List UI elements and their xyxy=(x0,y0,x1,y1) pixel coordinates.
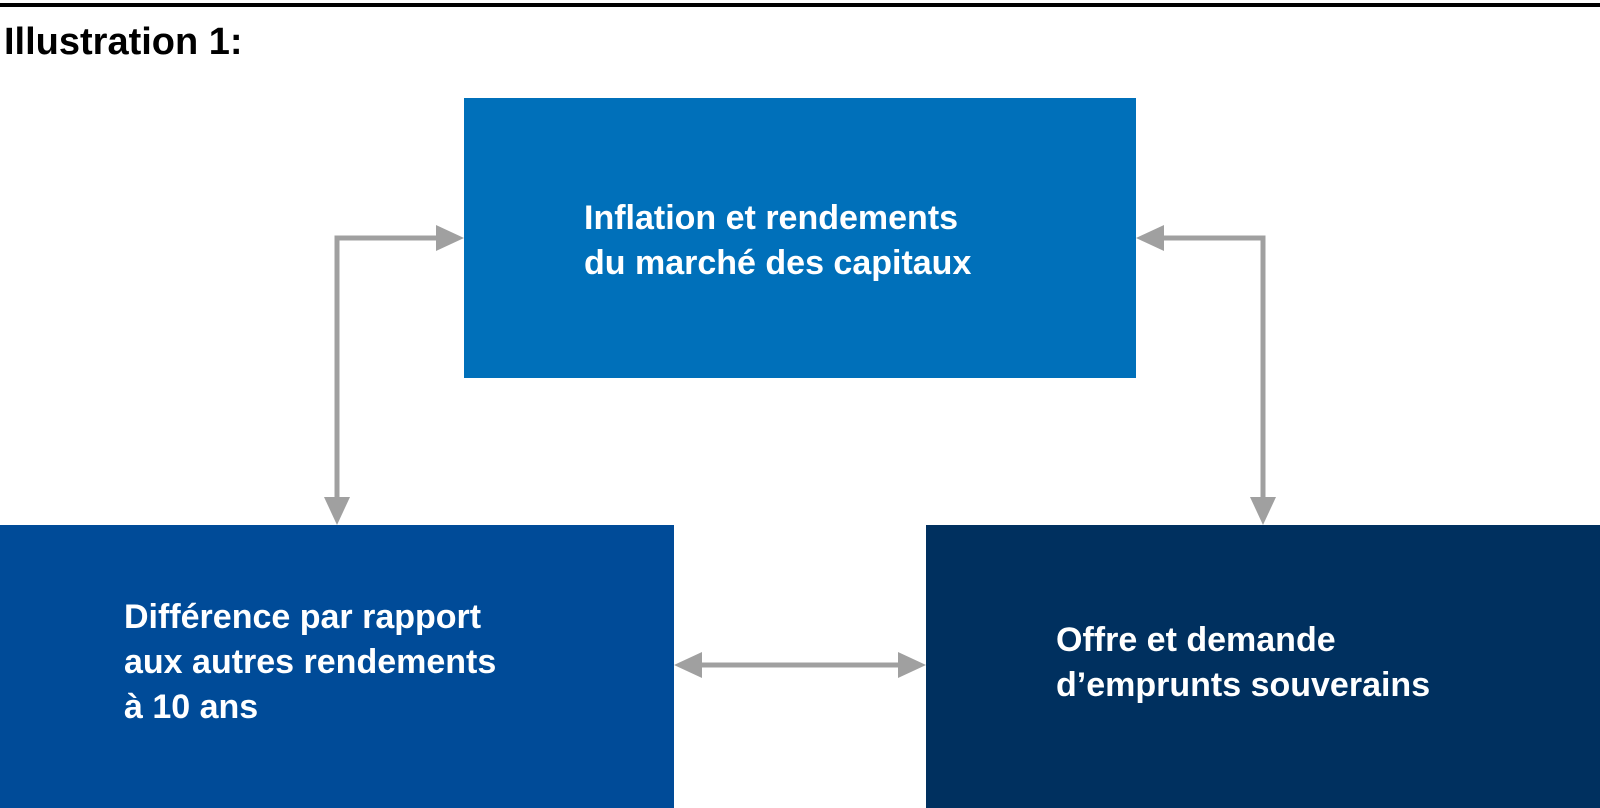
supply-demand-box-line-2: d’emprunts souverains xyxy=(1056,666,1431,704)
inflation-box-line-2: du marché des capitaux xyxy=(584,244,972,282)
yield-difference-box-line-2: aux autres rendements xyxy=(124,643,497,681)
yield-difference-box: Différence par rapport aux autres rendem… xyxy=(0,525,674,808)
arrowhead-into-left-box xyxy=(324,497,350,525)
yield-difference-box-line-1: Différence par rapport xyxy=(124,598,482,636)
arrow-top-left-connector xyxy=(334,235,439,501)
arrowhead-into-right-box-side xyxy=(898,652,926,678)
inflation-box-line-1: Inflation et rendements xyxy=(584,199,959,237)
supply-demand-box-line-1: Offre et demande xyxy=(1056,621,1336,659)
top-rule xyxy=(0,3,1600,7)
yield-difference-box-line-3: à 10 ans xyxy=(124,688,259,726)
supply-demand-box: Offre et demande d’emprunts souverains xyxy=(926,525,1600,808)
arrow-top-right-connector xyxy=(1161,235,1266,501)
arrowhead-into-right-box xyxy=(1250,497,1276,525)
figure-title: Illustration 1: xyxy=(4,21,243,63)
arrowhead-into-left-box-side xyxy=(674,652,702,678)
arrowhead-into-top-box-right xyxy=(1136,225,1164,251)
arrowhead-into-top-box-left xyxy=(436,225,464,251)
inflation-box: Inflation et rendements du marché des ca… xyxy=(464,98,1136,378)
